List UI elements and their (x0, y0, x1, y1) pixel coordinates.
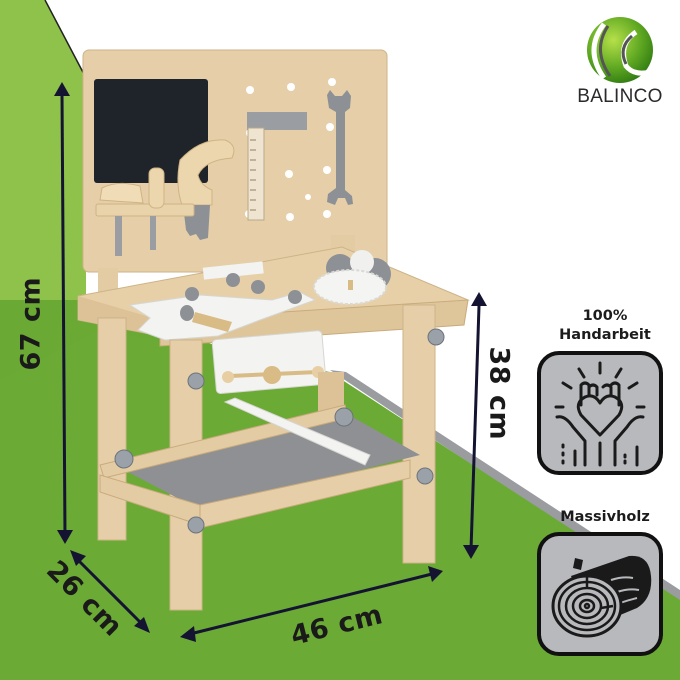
dimension-height-total: 67 cm (15, 276, 47, 371)
badge-massivholz-title: Massivholz (530, 508, 680, 527)
green-swoosh-globe-icon (587, 17, 653, 83)
badge-handarbeit-title: 100% Handarbeit (530, 307, 680, 345)
badge-handarbeit-title-line2: Handarbeit (559, 327, 651, 343)
brand-logo: BALINCO (566, 10, 674, 110)
badge-handarbeit (537, 351, 663, 475)
badge-handarbeit-title-line1: 100% (582, 308, 628, 324)
badge-massivholz (537, 532, 663, 656)
hands-heart-icon (554, 361, 646, 467)
brand-name: BALINCO (577, 86, 663, 107)
badge-massivholz-title-line1: Massivholz (560, 509, 650, 525)
wood-log-icon (551, 555, 652, 638)
dimension-height-table: 38 cm (483, 346, 515, 441)
